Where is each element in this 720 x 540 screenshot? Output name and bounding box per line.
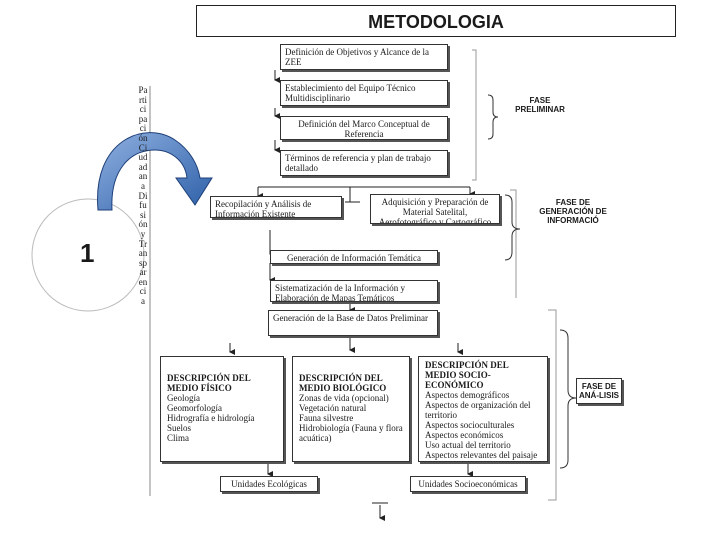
fisico-item: Hidrografía e hidrología xyxy=(167,413,255,423)
fisico-item: Clima xyxy=(167,433,189,443)
page-title: METODOLOGIA xyxy=(196,5,676,37)
box-sistematizacion: Sistematización de la Información y Elab… xyxy=(270,280,438,302)
phase-analisis: FASE DE ANÁ-LISIS xyxy=(576,378,622,404)
biologico-item: Zonas de vida (opcional) xyxy=(299,393,389,403)
box-adquisicion: Adquisición y Preparación de Material Sa… xyxy=(370,194,500,224)
fisico-item: Suelos xyxy=(167,423,192,433)
box-unidades-ecologicas: Unidades Ecológicas xyxy=(220,476,318,492)
phase-preliminar: FASE PRELIMINAR xyxy=(515,96,565,114)
brace-preliminar xyxy=(487,94,499,140)
box-unidades-socioeconomicas: Unidades Socioeconómicas xyxy=(410,476,526,492)
vertical-side-text: Participación Ciudadana Difusión y Trans… xyxy=(138,86,148,307)
brace-generacion xyxy=(504,194,521,261)
curved-arrow-icon xyxy=(97,132,213,211)
biologico-item: Hidrobiología (Fauna y flora acuática) xyxy=(299,423,403,443)
biologico-heading: DESCRIPCIÓN DEL MEDIO BIOLÓGICO xyxy=(299,373,387,393)
socio-item: Aspectos socioculturales xyxy=(425,420,515,430)
step-number: 1 xyxy=(80,238,95,268)
socio-item: Aspectos económicos xyxy=(425,430,504,440)
box-base-datos: Generación de la Base de Datos Prelimina… xyxy=(268,310,438,336)
socio-item: Aspectos relevantes del paisaje xyxy=(425,450,538,460)
box-medio-fisico: DESCRIPCIÓN DEL MEDIO FÍSICO Geología Ge… xyxy=(160,356,284,462)
box-recopilacion: Recopilación y Análisis de Información E… xyxy=(210,196,342,218)
box-establecimiento: Establecimiento del Equipo Técnico Multi… xyxy=(280,80,448,106)
socio-item: Uso actual del territorio xyxy=(425,440,511,450)
box-generacion-info: Generación de Información Temática xyxy=(270,250,438,264)
fisico-heading: DESCRIPCIÓN DEL MEDIO FÍSICO xyxy=(167,373,251,393)
biologico-item: Fauna silvestre xyxy=(299,413,354,423)
brace-analisis xyxy=(559,329,577,469)
box-definicion: Definición de Objetivos y Alcance de la … xyxy=(280,44,448,70)
box-terminos: Términos de referencia y plan de trabajo… xyxy=(280,150,448,176)
biologico-item: Vegetación natural xyxy=(299,403,367,413)
box-medio-socioeconomico: DESCRIPCIÓN DEL MEDIO SOCIO-ECONÓMICO As… xyxy=(418,356,548,462)
socio-item: Aspectos demográficos xyxy=(425,390,510,400)
phase-generacion: FASE DE GENERACIÓN DE INFORMACIÓ xyxy=(539,198,607,225)
socio-item: Aspectos de organización del territorio xyxy=(425,400,531,420)
fisico-item: Geología xyxy=(167,393,200,403)
fisico-item: Geomorfología xyxy=(167,403,222,413)
socio-heading: DESCRIPCIÓN DEL MEDIO SOCIO-ECONÓMICO xyxy=(425,360,509,390)
step-circle xyxy=(31,198,145,312)
box-medio-biologico: DESCRIPCIÓN DEL MEDIO BIOLÓGICO Zonas de… xyxy=(292,356,410,462)
box-marco: Definición del Marco Conceptual de Refer… xyxy=(280,116,448,140)
